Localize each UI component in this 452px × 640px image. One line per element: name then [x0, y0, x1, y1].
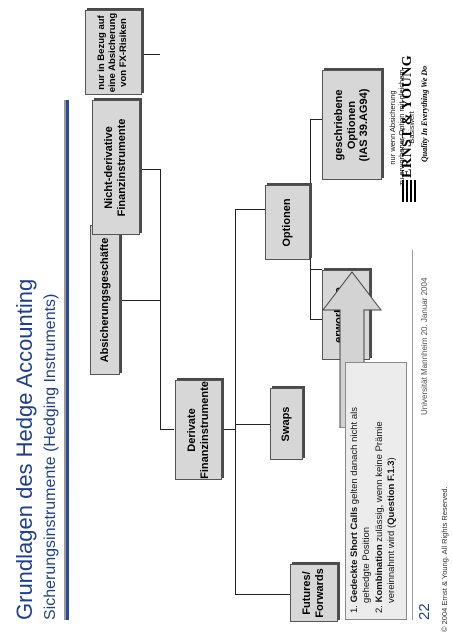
connector-futures — [235, 594, 290, 595]
notes-box: 1. Gedeckte Short Calls gelten danach ni… — [345, 362, 407, 620]
copyright: © 2004 Ernst & Young. All Rights Reserve… — [440, 486, 449, 632]
connector-derivate — [160, 429, 174, 430]
logo: ERNST & YOUNG — [400, 54, 415, 178]
connector-derivate-down — [222, 429, 235, 430]
box-nicht-derivative-finanzinstrumente: Nicht-derivative Finanzinstrumente — [92, 100, 140, 235]
box-futures-forwards: Futures/ Forwards — [290, 564, 338, 622]
footer-line — [412, 250, 413, 620]
note-2: 2. Kombination zulässig, wenn keine Präm… — [374, 369, 386, 613]
slide-title: Grundlagen des Hedge Accounting — [12, 278, 37, 620]
note-2-line2: vereinnahmt wird (Question F.1.3) — [386, 369, 398, 613]
box-fx-risk-note: nur in Bezug auf eine Absicherung von FX… — [85, 10, 142, 95]
note-1: 1. Gedeckte Short Calls gelten danach ni… — [349, 369, 361, 613]
connector-geschriebene — [310, 119, 322, 120]
box-optionen: Optionen — [265, 185, 310, 260]
connector-nonderivative — [140, 169, 161, 170]
note-2-line2-b: ) — [386, 457, 398, 461]
footer-event: Universität Mannheim 20. Januar 2004 — [420, 277, 429, 415]
title-accent-bar — [66, 100, 69, 620]
note-2-reference: Question F.1.3 — [386, 460, 398, 525]
slide-subtitle: Sicherungsinstrumente (Hedging Instrumen… — [42, 293, 59, 620]
connector-level1 — [160, 170, 161, 430]
logo-mark-icon — [402, 180, 416, 202]
note-2-text: zulässig, wenn keine Prämie — [373, 421, 385, 545]
connector-swaps — [235, 424, 270, 425]
box-derivate-finanzinstrumente: Derivate Finanzinstrumente — [175, 380, 222, 480]
note-1-text: gelten danach nicht als — [349, 407, 360, 507]
box-absicherungsgeschaefte: Absicherungsgeschäfte — [90, 225, 120, 375]
connector-fx-box — [142, 54, 160, 55]
note-2-bold: Kombination — [373, 544, 385, 603]
box-swaps: Swaps — [270, 388, 303, 460]
note-2-line2-a: vereinnahmt wird ( — [386, 524, 398, 603]
box-geschriebene-optionen: geschriebene Optionen (IAS 39.AG94) — [322, 70, 382, 180]
note-1-number: 1. — [349, 605, 360, 613]
note-1-line2: gehedgte Position — [361, 526, 373, 603]
connector-root — [120, 300, 160, 301]
connector-optionen — [235, 209, 265, 210]
page-number: 22 — [416, 603, 433, 620]
connector-level2 — [235, 210, 236, 595]
connector-level3 — [310, 120, 311, 320]
logo-tagline: Quality In Everything We Do — [420, 65, 429, 162]
note-1-bold: Gedeckte Short Calls — [349, 506, 360, 603]
note-2-number: 2. — [373, 605, 385, 613]
